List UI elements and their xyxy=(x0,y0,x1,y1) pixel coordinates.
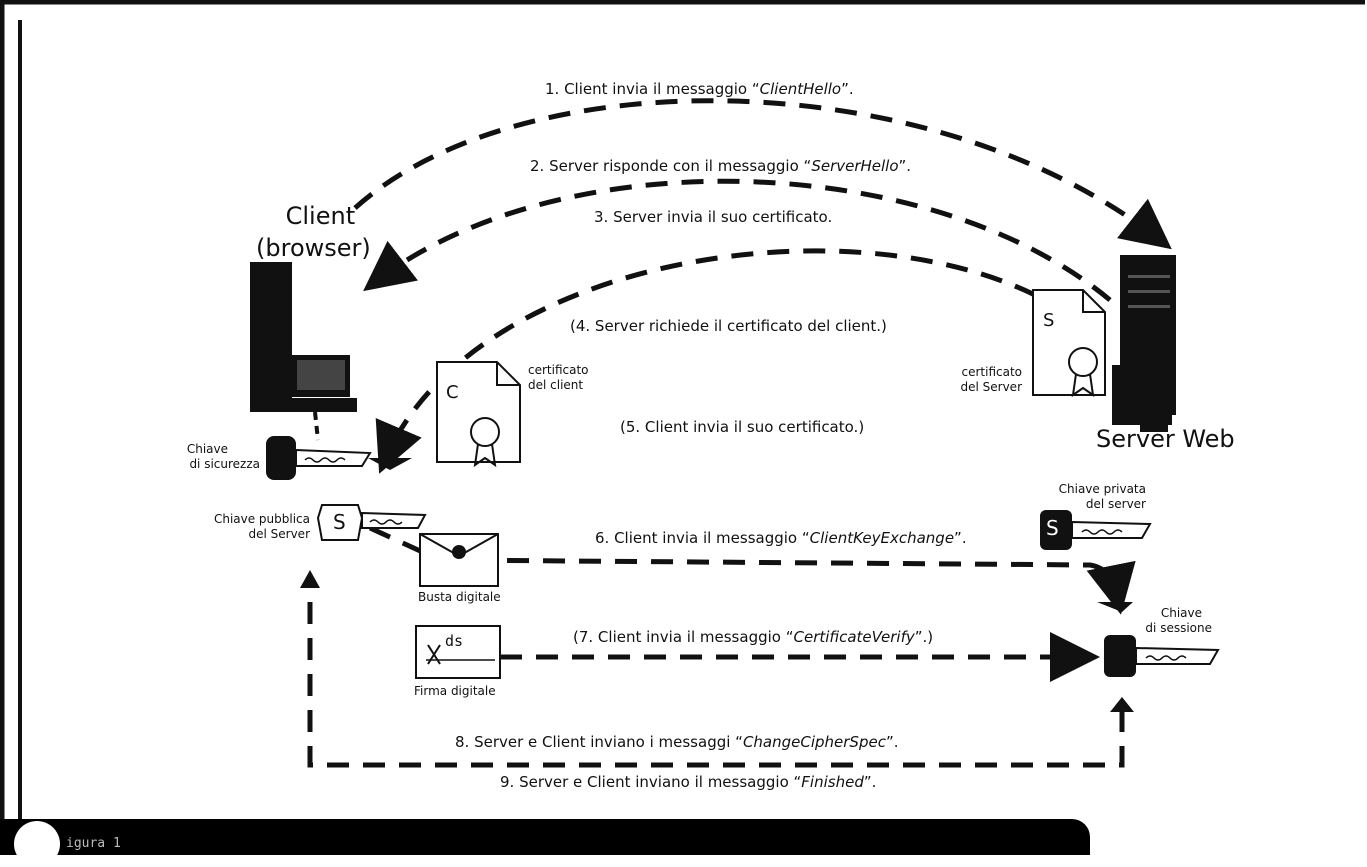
private-key-caption: Chiave privata del server xyxy=(1040,482,1146,512)
step6-label: 6. Client invia il messaggio “ClientKeyE… xyxy=(595,529,967,547)
security-key-caption-l2: di sicurezza xyxy=(168,457,260,472)
client-computer-icon xyxy=(250,262,357,440)
signature-caption: Firma digitale xyxy=(414,684,496,699)
public-key-letter: S xyxy=(333,510,346,534)
step9-label: 9. Server e Client inviano il messaggio … xyxy=(500,773,876,791)
server-certificate-icon xyxy=(1033,290,1105,395)
step7-label: (7. Client invia il messaggio “Certifica… xyxy=(573,628,933,646)
figure-caption-text: igura 1 xyxy=(66,836,121,851)
server-cert-letter: S xyxy=(1043,310,1054,331)
public-key-caption-l1: Chiave pubblica xyxy=(190,512,310,527)
signature-ds: ds xyxy=(445,632,463,650)
session-key-caption: Chiave di sessione xyxy=(1130,606,1212,636)
step5-label: (5. Client invia il suo certificato.) xyxy=(620,418,864,436)
step8-label: 8. Server e Client inviano i messaggi “C… xyxy=(455,733,899,751)
client-label: Client (browser) xyxy=(270,200,371,264)
private-key-caption-l2: del server xyxy=(1040,497,1146,512)
private-key-caption-l1: Chiave privata xyxy=(1040,482,1146,497)
server-label: Server Web xyxy=(1096,425,1235,453)
client-certificate-icon xyxy=(437,362,520,465)
figure-caption-bar xyxy=(0,819,1090,855)
security-key-caption: Chiave di sicurezza xyxy=(168,442,260,472)
client-cert-caption-l1: certificato xyxy=(528,363,589,378)
server-cert-caption-l1: certificato xyxy=(950,365,1022,380)
security-key-caption-l1: Chiave xyxy=(168,442,228,457)
client-cert-letter: C xyxy=(446,382,459,403)
envelope-caption: Busta digitale xyxy=(418,590,501,605)
step4-label: (4. Server richiede il certificato del c… xyxy=(570,317,887,335)
step3-label: 3. Server invia il suo certificato. xyxy=(594,208,832,226)
session-key-caption-l2: di sessione xyxy=(1130,621,1212,636)
session-key-caption-l1: Chiave xyxy=(1130,606,1202,621)
security-key-icon xyxy=(266,436,412,480)
step1-label: 1. Client invia il messaggio “ClientHell… xyxy=(545,80,854,98)
public-key-caption: Chiave pubblica del Server xyxy=(190,512,310,542)
client-cert-caption: certificato del client xyxy=(528,363,589,393)
arrow-head-up-left xyxy=(300,570,320,588)
client-cert-caption-l2: del client xyxy=(528,378,589,393)
step2-label: 2. Server risponde con il messaggio “Ser… xyxy=(530,157,911,175)
envelope-icon xyxy=(420,534,498,586)
server-cert-caption: certificato del Server xyxy=(950,365,1022,395)
public-key-caption-l2: del Server xyxy=(190,527,310,542)
server-computer-icon xyxy=(1112,255,1176,432)
server-cert-caption-l2: del Server xyxy=(950,380,1022,395)
arrow-head-up-right xyxy=(1110,697,1134,712)
figure-caption-badge xyxy=(14,821,60,867)
private-key-letter: S xyxy=(1046,516,1059,540)
client-label-line2: (browser) xyxy=(256,232,371,264)
client-label-line1: Client xyxy=(270,200,371,232)
